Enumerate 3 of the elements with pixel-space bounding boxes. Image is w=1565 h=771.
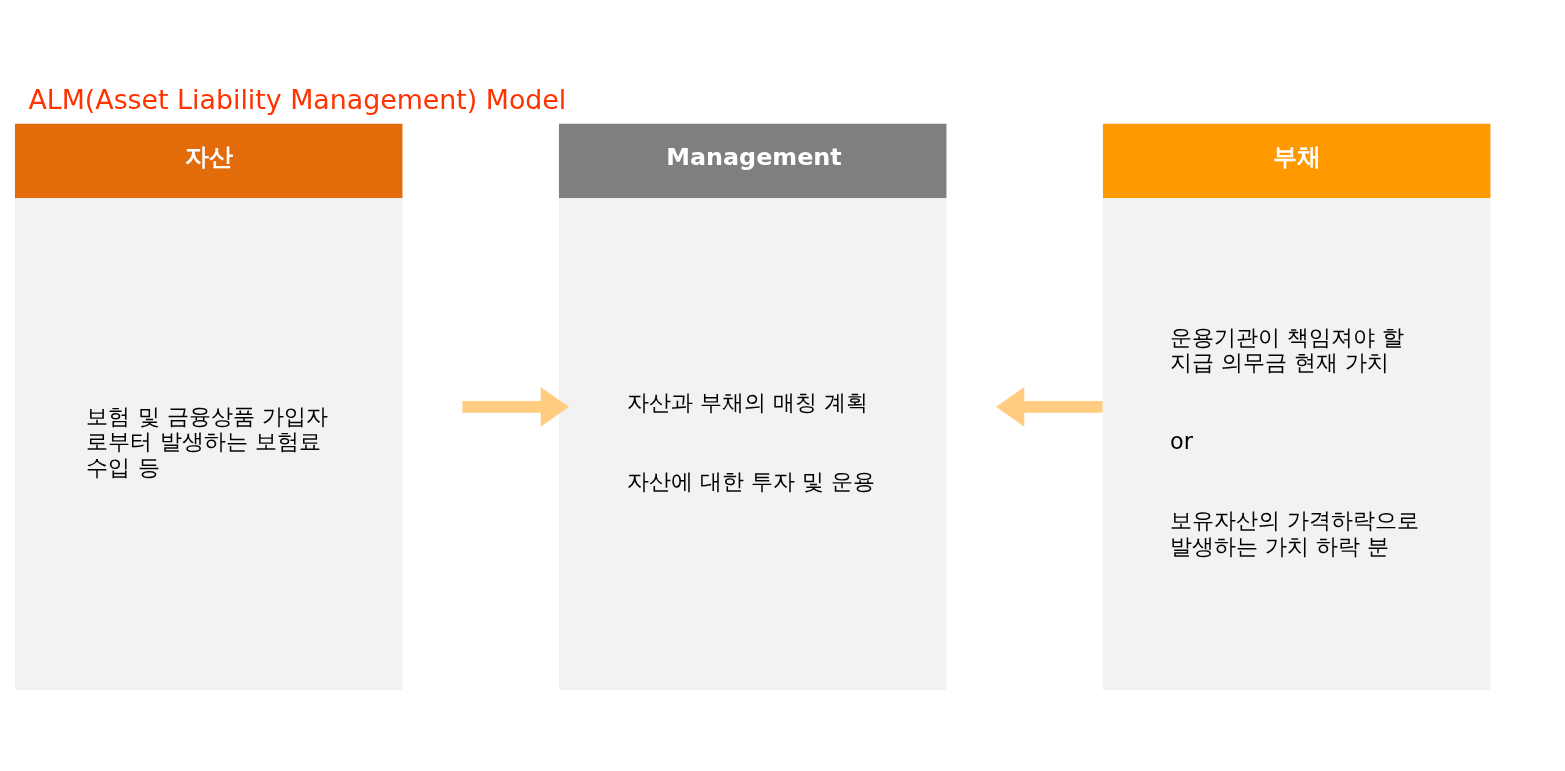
diagram-title: ALM(Asset Liability Management) Model: [28, 83, 567, 115]
arrow: [996, 386, 1103, 427]
arrow: [462, 386, 569, 427]
